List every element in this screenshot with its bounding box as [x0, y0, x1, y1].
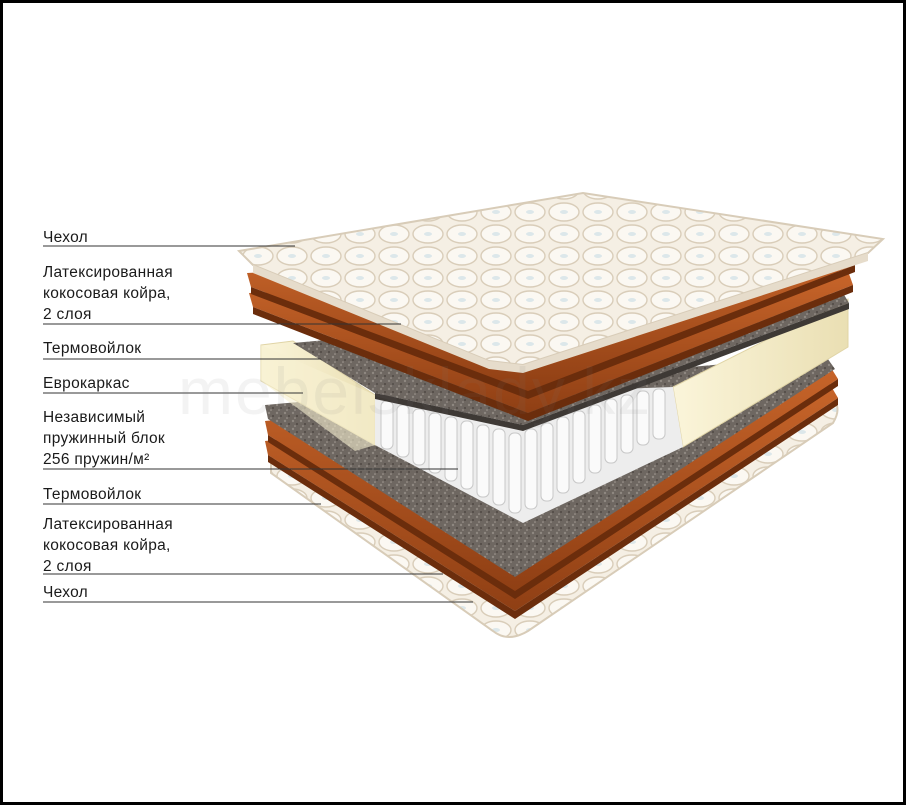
label-line: кокосовая койра, — [43, 285, 171, 302]
label-bottom-coir: Латексированная кокосовая койра, 2 слоя — [43, 514, 173, 577]
top-cover-layer — [236, 191, 886, 373]
label-spring-block: Независимый пружинный блок 256 пружин/м² — [43, 407, 165, 470]
label-top-coir: Латексированная кокосовая койра, 2 слоя — [43, 262, 173, 325]
diagram-frame: mebelsklady.kz Чехол Латексированная кок… — [3, 3, 903, 802]
spring-block — [375, 387, 683, 523]
mattress-illustration — [43, 191, 886, 638]
label-line: Чехол — [43, 584, 89, 601]
label-line: Латексированная — [43, 516, 173, 533]
label-line: Латексированная — [43, 264, 173, 281]
label-line: 256 пружин/м² — [43, 451, 150, 468]
label-line: 2 слоя — [43, 306, 92, 323]
label-line: Термовойлок — [43, 486, 142, 503]
label-line: пружинный блок — [43, 430, 166, 447]
label-foam-frame: Еврокаркас — [43, 373, 130, 394]
label-top-cover: Чехол — [43, 227, 88, 248]
watermark: mebelsklady.kz — [178, 354, 653, 428]
spring-columns — [380, 388, 666, 514]
label-bottom-cover: Чехол — [43, 582, 88, 603]
label-line: Термовойлок — [43, 340, 142, 357]
label-top-felt: Термовойлок — [43, 338, 141, 359]
label-line: Независимый — [43, 409, 146, 426]
label-line: кокосовая койра, — [43, 537, 171, 554]
label-line: Чехол — [43, 229, 89, 246]
label-line: 2 слоя — [43, 558, 92, 575]
label-line: Еврокаркас — [43, 375, 130, 392]
label-bottom-felt: Термовойлок — [43, 484, 141, 505]
leader-lines — [43, 245, 473, 603]
foam-frame-layer — [260, 298, 849, 451]
